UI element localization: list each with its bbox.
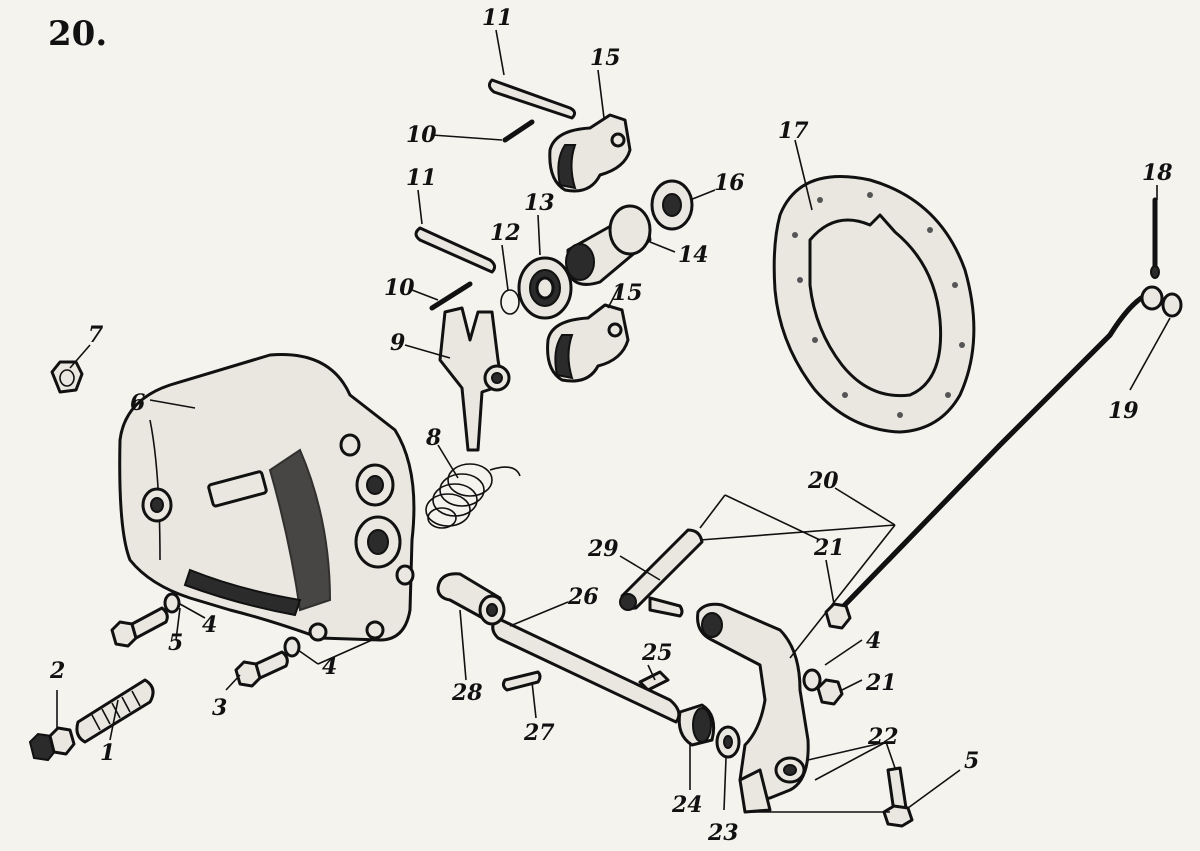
label-10-top: 10 [406,122,437,148]
cap-part-15-bottom [546,303,630,383]
label-21-upper: 21 [813,535,845,561]
nut-part-2 [28,726,76,762]
bolt-part-5-right [882,766,914,828]
washer-part-23 [715,725,741,759]
label-16: 16 [714,170,745,196]
label-10-middle: 10 [384,275,415,301]
pin-part-29 [619,528,704,618]
nut-part-21-lower [816,678,844,706]
label-25: 25 [641,640,673,666]
label-14: 14 [678,242,709,268]
label-4-middle: 4 [322,654,337,680]
nut-part-7 [50,360,84,394]
label-20: 20 [807,468,839,494]
leader-lines [56,29,1171,813]
pin-part-11-top [487,78,577,120]
spring-part-8 [425,463,521,529]
label-12: 12 [490,220,521,246]
label-23: 23 [707,820,739,846]
bolt-part-3 [234,636,301,688]
label-9: 9 [390,330,405,356]
label-5-left: 5 [168,630,183,656]
fork-part-9 [438,306,511,452]
label-7: 7 [88,322,104,348]
cotter-part-10-top [502,119,535,143]
label-26: 26 [567,584,599,610]
label-1: 1 [100,740,115,766]
label-15-top: 15 [590,45,621,71]
cap-part-15-top [548,113,632,193]
label-11-middle: 11 [406,165,437,191]
ring-part-12 [500,289,520,315]
label-22: 22 [867,724,899,750]
label-24: 24 [671,792,703,818]
label-3: 3 [212,695,227,721]
label-5-right: 5 [964,748,979,774]
pin-part-27 [501,670,542,692]
label-6: 6 [130,390,145,416]
pin-part-11-middle [414,226,497,274]
label-2: 2 [49,658,65,684]
housing-part-6 [118,353,416,642]
washer-part-4-right [802,668,822,692]
shaft-part-14 [565,204,652,286]
label-13: 13 [524,190,555,216]
label-27: 27 [523,720,555,746]
label-4-right: 4 [866,628,881,654]
cotter-part-10-middle [429,281,473,311]
washer-part-19 [1140,285,1183,318]
bearing-part-13 [517,256,573,320]
sleeve-part-28 [436,572,506,626]
pin-part-18 [1150,197,1160,279]
lever-part-22 [696,602,810,814]
figure-number: 20. [48,14,108,54]
label-18: 18 [1142,160,1173,186]
label-11-top: 11 [482,5,513,31]
gasket-part-17 [772,175,976,434]
bushing-part-24 [677,703,716,747]
washer-part-16 [650,179,694,231]
label-19: 19 [1108,398,1139,424]
label-17: 17 [778,118,809,144]
bolt-part-5-left [110,592,181,648]
label-29: 29 [587,536,619,562]
label-15-bottom: 15 [612,280,643,306]
label-8: 8 [425,425,441,451]
label-4-left: 4 [202,612,217,638]
part-labels: 1 2 3 4 4 4 5 5 6 7 8 9 10 10 11 11 12 1… [49,5,1173,846]
label-21-lower: 21 [865,670,897,696]
label-28: 28 [451,680,483,706]
